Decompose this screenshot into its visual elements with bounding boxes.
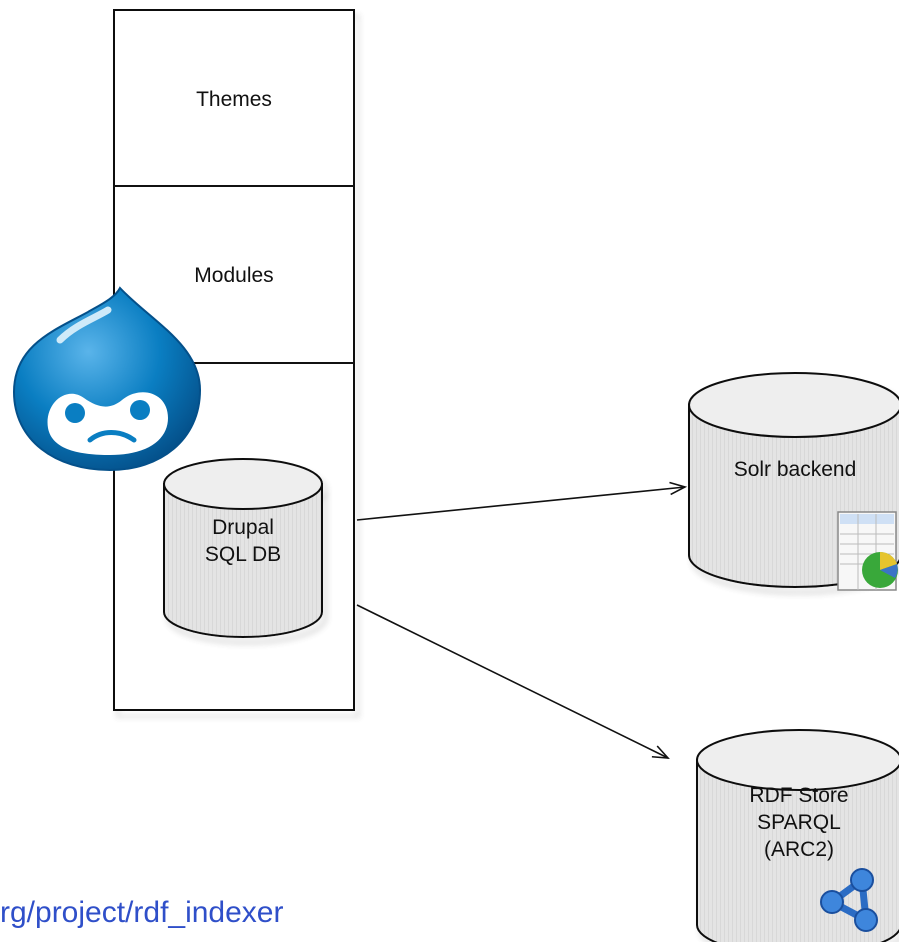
drupal-db-label: Drupal SQL DB [204, 516, 282, 566]
drupal-logo-icon [12, 286, 202, 472]
rdf-store-cylinder [696, 729, 899, 942]
arrow-to-rdf-store [356, 604, 668, 758]
rdf-store-label: RDF Store SPARQL (ARC2) [749, 784, 849, 861]
layer-label-themes: Themes [196, 88, 272, 111]
arrow-to-solr [356, 487, 685, 521]
drupal-sql-db-cylinder [163, 458, 323, 638]
solr-backend-label: Solr backend [733, 458, 857, 481]
project-url-link[interactable]: rg/project/rdf_indexer [0, 896, 284, 929]
layer-label-modules: Modules [194, 264, 274, 287]
rdf-graph-icon [820, 868, 878, 932]
spreadsheet-chart-icon [837, 511, 898, 591]
